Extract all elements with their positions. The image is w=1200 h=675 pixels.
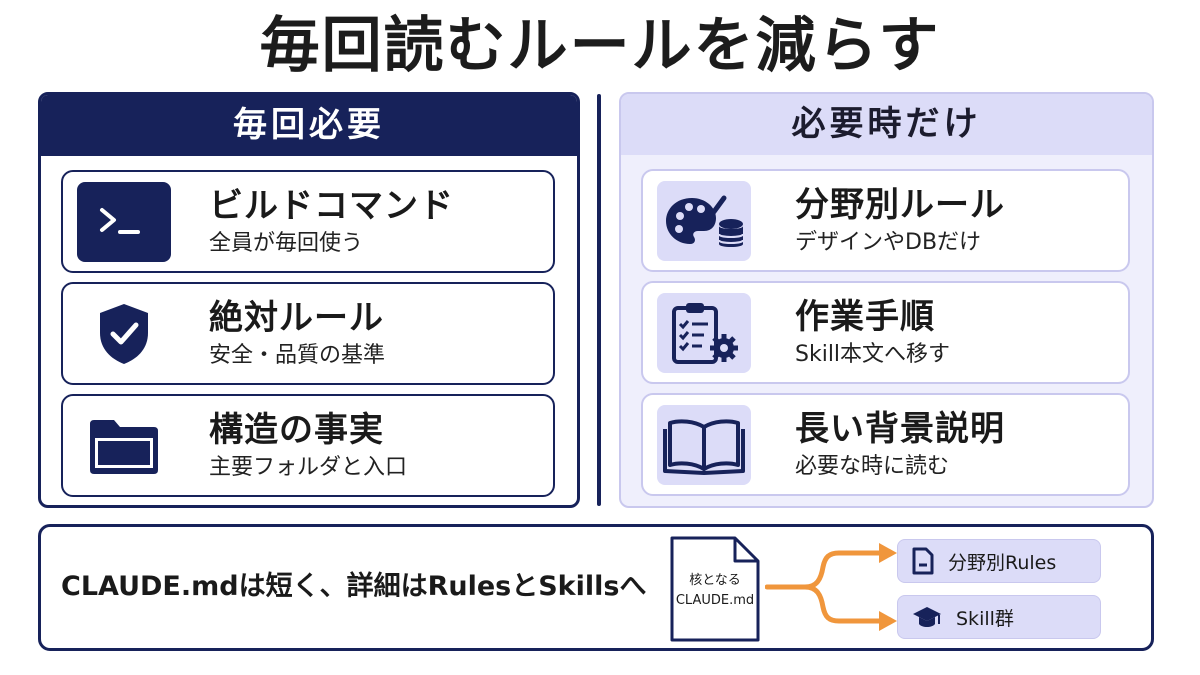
domain-rules-label: 分野別Rules (948, 551, 1057, 574)
card-title: 長い背景説明 (795, 408, 1005, 449)
panel-divider (597, 94, 601, 506)
card-subtitle: 安全・品質の基準 (209, 342, 386, 368)
skills-label: Skill群 (956, 607, 1014, 630)
page-title: 毎回読むルールを減らす (259, 11, 941, 81)
summary-box: CLAUDE.mdは短く、詳細はRulesとSkillsへ 核となる CLAUD… (38, 524, 1154, 651)
card-subtitle: 必要な時に読む (795, 453, 950, 479)
card-structure-facts: 構造の事実 主要フォルダと入口 (61, 394, 555, 497)
only-when-needed-panel: 必要時だけ 分野別ルール デザインやDBだけ (619, 92, 1154, 508)
domain-rules-tag: 分野別Rules (897, 539, 1101, 583)
card-domain-rules: 分野別ルール デザインやDBだけ (641, 169, 1130, 272)
branch-arrows (765, 543, 897, 631)
always-needed-panel: 毎回必要 ビルドコマンド 全員が毎回使う 絶対ルール (38, 92, 580, 508)
core-document-label: 核となる CLAUDE.md (669, 571, 761, 611)
open-book-icon (657, 404, 751, 485)
core-document-line1: 核となる (689, 573, 741, 588)
card-title: 分野別ルール (795, 184, 1005, 225)
summary-statement: CLAUDE.mdは短く、詳細はRulesとSkillsへ (61, 571, 647, 602)
card-title: ビルドコマンド (209, 185, 454, 226)
core-document-line2: CLAUDE.md (675, 593, 755, 608)
folder-icon (77, 406, 171, 486)
card-long-background: 長い背景説明 必要な時に読む (641, 393, 1130, 496)
document-icon (912, 547, 934, 575)
clipboard-gear-icon (657, 292, 751, 373)
always-needed-header: 毎回必要 (41, 95, 577, 156)
terminal-icon (77, 181, 171, 262)
card-work-procedure: 作業手順 Skill本文へ移す (641, 281, 1130, 384)
skills-tag: Skill群 (897, 595, 1101, 639)
palette-database-icon (657, 180, 751, 261)
only-when-needed-header: 必要時だけ (621, 94, 1152, 155)
graduation-cap-icon (913, 607, 941, 627)
card-title: 作業手順 (795, 296, 935, 337)
card-subtitle: 全員が毎回使う (209, 230, 364, 256)
shield-check-icon (77, 294, 171, 374)
card-title: 絶対ルール (209, 297, 384, 338)
card-subtitle: 主要フォルダと入口 (209, 454, 408, 480)
card-build-commands: ビルドコマンド 全員が毎回使う (61, 170, 555, 273)
card-absolute-rules: 絶対ルール 安全・品質の基準 (61, 282, 555, 385)
card-subtitle: Skill本文へ移す (795, 341, 951, 367)
card-subtitle: デザインやDBだけ (795, 229, 982, 255)
card-title: 構造の事実 (209, 409, 384, 450)
core-document-icon (670, 536, 760, 642)
